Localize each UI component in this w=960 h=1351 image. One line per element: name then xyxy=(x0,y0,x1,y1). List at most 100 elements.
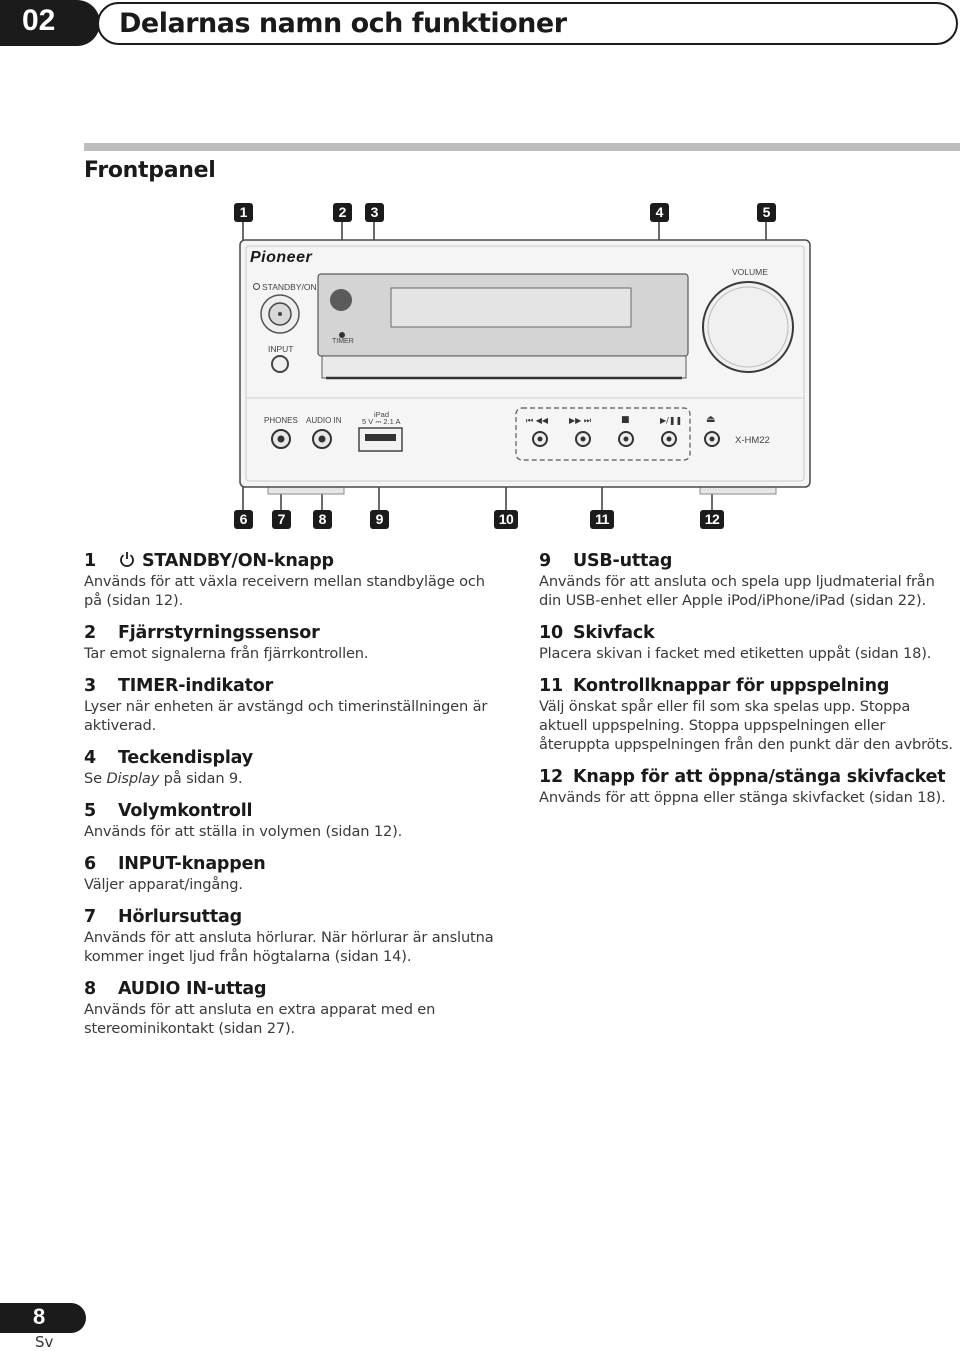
item-description: Används för att ställa in volymen (sidan… xyxy=(84,823,403,840)
item-heading: 6 INPUT-knappen xyxy=(84,853,494,875)
list-item: 4 Teckendisplay Se Display på sidan 9. xyxy=(84,747,494,788)
item-number: 3 xyxy=(84,676,96,696)
list-item: 6 INPUT-knappen Väljer apparat/ingång. xyxy=(84,853,494,894)
list-item: 1 STANDBY/ON-knapp Används för att växla… xyxy=(84,550,494,610)
item-heading: 3 TIMER-indikator xyxy=(84,675,494,697)
list-item: 11 Kontrollknappar för uppspelning Välj ö… xyxy=(539,675,954,754)
callout-11: 11 xyxy=(590,510,614,529)
prev-rewind-icon: ⏮ ◀◀ xyxy=(526,416,549,425)
play-pause-icon: ▶/❚❚ xyxy=(660,416,683,425)
list-item: 7 Hörlursuttag Används för att ansluta hö… xyxy=(84,906,494,966)
callout-5: 5 xyxy=(757,203,776,222)
item-number: 1 xyxy=(84,551,96,571)
forward-next-icon: ▶▶ ⏭ xyxy=(569,416,592,425)
callout-12: 12 xyxy=(700,510,724,529)
items-right-column: 9 USB-uttag Används för att ansluta och s… xyxy=(539,550,954,819)
section-title: Frontpanel xyxy=(84,158,216,183)
item-title: Volymkontroll xyxy=(118,801,253,821)
item-heading: 1 STANDBY/ON-knapp xyxy=(84,550,494,572)
item-description: Välj önskat spår eller fil som ska spela… xyxy=(539,698,953,753)
brand-logo: Pioneer xyxy=(250,249,313,266)
item-number: 12 xyxy=(539,767,563,787)
list-item: 9 USB-uttag Används för att ansluta och s… xyxy=(539,550,954,610)
item-title: STANDBY/ON-knapp xyxy=(142,551,334,571)
item-text-emphasis: Display xyxy=(106,770,160,787)
item-heading: 7 Hörlursuttag xyxy=(84,906,494,928)
item-title: Knapp för att öppna/stänga skivfacket xyxy=(573,767,946,787)
item-heading: 4 Teckendisplay xyxy=(84,747,494,769)
item-number: 8 xyxy=(84,979,96,999)
list-item: 10 Skivfack Placera skivan i facket med e… xyxy=(539,622,954,663)
item-heading: 11 Kontrollknappar för uppspelning xyxy=(539,675,954,697)
model-label: X-HM22 xyxy=(735,435,770,446)
ipad-label: iPad xyxy=(374,410,390,419)
list-item: 5 Volymkontroll Används för att ställa in… xyxy=(84,800,494,841)
chapter-tab xyxy=(0,0,100,46)
callout-8: 8 xyxy=(313,510,332,529)
item-title: TIMER-indikator xyxy=(118,676,274,696)
chapter-number: 02 xyxy=(22,4,56,37)
item-description: Placera skivan i facket med etiketten up… xyxy=(539,645,932,662)
callout-10: 10 xyxy=(494,510,518,529)
callout-2: 2 xyxy=(333,203,352,222)
item-number: 5 xyxy=(84,801,96,821)
section-rule xyxy=(84,143,960,151)
item-title: Hörlursuttag xyxy=(118,907,242,927)
item-heading: 9 USB-uttag xyxy=(539,550,954,572)
usb-rating-label: 5 V ⎓ 2.1 A xyxy=(362,417,401,426)
item-title: Teckendisplay xyxy=(118,748,253,768)
power-icon xyxy=(120,552,134,567)
item-text-pre: Se xyxy=(84,770,107,787)
volume-label: VOLUME xyxy=(732,267,768,277)
item-title: Skivfack xyxy=(573,623,655,643)
item-number: 11 xyxy=(539,676,563,696)
items-left-column: 1 STANDBY/ON-knapp Används för att växla… xyxy=(84,550,494,1050)
item-title-wrap: STANDBY/ON-knapp xyxy=(118,550,334,572)
item-number: 4 xyxy=(84,748,96,768)
page-language: Sv xyxy=(35,1333,54,1351)
audio-in-label: AUDIO IN xyxy=(306,416,342,425)
power-icon xyxy=(253,283,260,290)
item-title: USB-uttag xyxy=(573,551,673,571)
item-number: 7 xyxy=(84,907,96,927)
page-tab xyxy=(0,1303,86,1333)
list-item: 8 AUDIO IN-uttag Används för att ansluta … xyxy=(84,978,494,1038)
item-description: Används för att ansluta och spela upp lj… xyxy=(539,573,935,609)
item-description: Tar emot signalerna från fjärrkontrollen… xyxy=(84,645,369,662)
item-heading: 12 Knapp för att öppna/stänga skivfacket xyxy=(539,766,954,788)
item-heading: 5 Volymkontroll xyxy=(84,800,494,822)
chapter-title-box: Delarnas namn och funktioner xyxy=(97,2,958,45)
item-number: 10 xyxy=(539,623,563,643)
item-heading: 10 Skivfack xyxy=(539,622,954,644)
item-number: 6 xyxy=(84,854,96,874)
item-number: 2 xyxy=(84,623,96,643)
item-description: Används för att ansluta en extra apparat… xyxy=(84,1001,436,1037)
item-description: Lyser när enheten är avstängd och timeri… xyxy=(84,698,488,734)
standby-label: STANDBY/ON xyxy=(262,282,317,292)
callout-6: 6 xyxy=(234,510,253,529)
item-number: 9 xyxy=(539,551,551,571)
item-title: Kontrollknappar för uppspelning xyxy=(573,676,890,696)
item-description: Används för att ansluta hörlurar. När hö… xyxy=(84,929,494,965)
item-title: INPUT-knappen xyxy=(118,854,266,874)
page-number: 8 xyxy=(33,1304,46,1329)
phones-label: PHONES xyxy=(264,416,298,425)
callout-7: 7 xyxy=(272,510,291,529)
item-description: Används för att öppna eller stänga skivf… xyxy=(539,789,946,806)
callout-1: 1 xyxy=(234,203,253,222)
timer-label: TIMER xyxy=(332,338,354,345)
item-title: AUDIO IN-uttag xyxy=(118,979,267,999)
item-text-post: på sidan 9. xyxy=(159,770,243,787)
front-panel-diagram xyxy=(239,222,811,510)
eject-icon: ⏏ xyxy=(706,414,716,425)
chapter-title: Delarnas namn och funktioner xyxy=(119,8,567,39)
callout-9: 9 xyxy=(370,510,389,529)
item-description: Väljer apparat/ingång. xyxy=(84,876,243,893)
stop-icon: ■ xyxy=(621,415,630,425)
item-description: Se Display på sidan 9. xyxy=(84,769,494,788)
item-heading: 8 AUDIO IN-uttag xyxy=(84,978,494,1000)
callout-3: 3 xyxy=(365,203,384,222)
